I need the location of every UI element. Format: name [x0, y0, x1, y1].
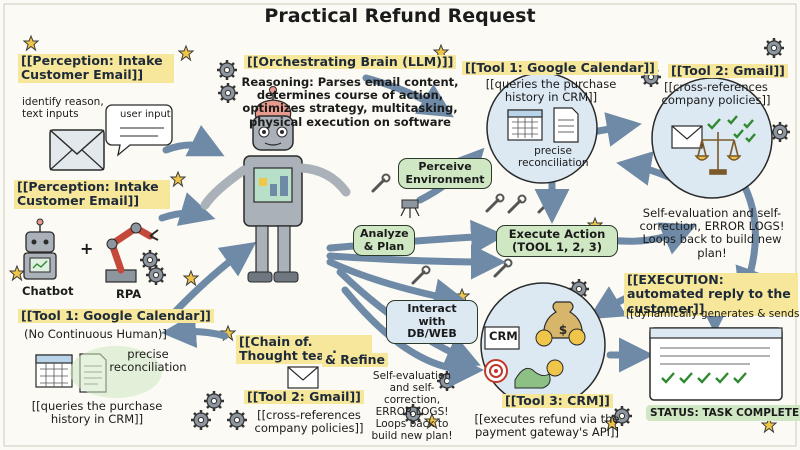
drone-icon — [400, 199, 420, 218]
tool1-left-caption: precise reconciliation — [109, 347, 187, 375]
target-icon — [484, 359, 508, 383]
wrench-icon — [371, 173, 391, 193]
page-title: Practical Refund Request — [264, 5, 536, 27]
tool1-top-caption: precise reconciliation — [518, 145, 589, 170]
status-badge: STATUS: TASK COMPLETED. — [646, 405, 800, 422]
star-icon — [178, 45, 194, 61]
gear-icon — [768, 120, 792, 144]
perceive-environment-label: Perceive Environment — [398, 158, 492, 190]
perception-top-note: identify reason, text inputs — [22, 96, 104, 121]
orchestrator-reasoning: Reasoning: Parses email content, determi… — [241, 75, 459, 129]
execution-desc: [[dynamically generates & sends]] — [626, 308, 800, 320]
gear-icon — [216, 81, 240, 105]
orchestrator-heading: [[Orchestrating Brain (LLM)]] — [244, 54, 457, 70]
tool2-top-desc: [[cross-references company policies]] — [661, 80, 771, 108]
perception-mid-heading: [[Perception: Intake Customer Email]] — [14, 179, 170, 209]
perception-top-heading: [[Perception: Intake Customer Email]] — [18, 53, 174, 83]
gear-icon — [215, 58, 239, 82]
star-icon — [170, 171, 186, 187]
svg-text:$: $ — [559, 323, 567, 337]
calendar-icon — [35, 354, 73, 388]
tool2-top-circle — [651, 77, 773, 199]
star-icon — [183, 270, 199, 286]
tool1-left-sub: (No Continuous Human)] — [24, 327, 167, 341]
speech-bubble-label: user input — [120, 109, 171, 120]
star-icon — [9, 265, 25, 281]
execution-heading: [[EXECUTION: automated reply to the cust… — [624, 272, 798, 317]
self-eval-right: Self-evaluation and self-correction, ERR… — [639, 206, 785, 260]
tool1-top-desc: [[queries the purchase history in CRM]] — [485, 77, 617, 105]
star-icon — [23, 35, 39, 51]
tool3-desc: [[executes refund via the payment gatewa… — [474, 412, 620, 440]
interact-db-label: Interact with DB/WEB — [386, 300, 478, 344]
tool1-top-heading: [[Tool 1: Google Calendar]] — [462, 60, 658, 76]
dollar-coin-icon — [535, 328, 586, 377]
robot-icon — [23, 218, 57, 280]
envelope-icon — [49, 129, 105, 171]
wrench-icon — [411, 265, 431, 285]
precise-blob — [70, 346, 162, 398]
rpa-label: RPA — [116, 287, 142, 301]
gear-icon — [189, 408, 213, 432]
speech-bubble-icon — [105, 104, 173, 157]
tool3-heading: [[Tool 3: CRM]] — [502, 393, 613, 409]
execute-action-label: Execute Action (TOOL 1, 2, 3) — [496, 225, 618, 258]
chatbot-label: Chatbot — [22, 284, 74, 298]
gear-icon — [144, 263, 168, 287]
self-eval-mid: Self-evaluation and self-correction, ERR… — [371, 370, 453, 443]
screen-icon — [649, 327, 783, 401]
page-border — [3, 3, 797, 447]
tool1-left-desc: [[queries the purchase history in CRM]] — [31, 399, 163, 427]
wrench-icon — [493, 258, 513, 278]
checkmark-icon — [661, 372, 747, 384]
analyze-plan-label: Analyze & Plan — [353, 225, 415, 257]
tool2-bottom-heading: [[Tool 2: Gmail]] — [244, 389, 364, 405]
crm-label: CRM — [489, 329, 518, 343]
gear-icon — [202, 389, 226, 413]
gear-icon — [762, 36, 786, 60]
robotic-arm-icon — [105, 222, 159, 283]
tool3-circle: $ — [480, 282, 606, 408]
scales-icon — [694, 132, 742, 175]
tool1-left-heading: [[Tool 1: Google Calendar]] — [18, 308, 214, 324]
tool2-bottom-desc: [[cross-references company policies]] — [254, 408, 364, 436]
chain-refine: & Refine — [322, 352, 388, 368]
checkmark-icon — [707, 115, 756, 143]
tool2-top-heading: [[Tool 2: Gmail]] — [668, 63, 788, 79]
brain-icon — [254, 99, 292, 119]
plus-sign: + — [80, 239, 94, 258]
central-robot — [200, 86, 351, 283]
wrench-icon — [507, 194, 527, 214]
envelope-icon — [287, 366, 319, 389]
wrench-icon — [485, 193, 505, 213]
